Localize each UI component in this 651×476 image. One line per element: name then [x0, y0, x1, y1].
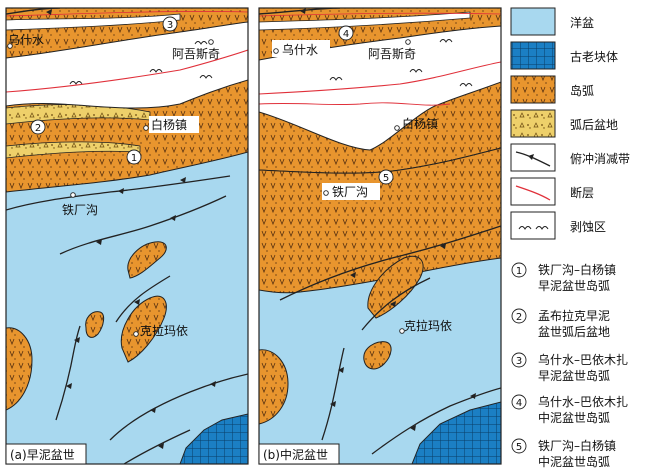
svg-text:孟布拉克早泥: 孟布拉克早泥	[538, 308, 610, 323]
panel-a-frame	[5, 7, 249, 465]
svg-text:早泥盆世岛弧: 早泥盆世岛弧	[538, 368, 610, 383]
unit-number-3: 3	[167, 20, 173, 31]
place-label-wushishui: 乌什水	[282, 42, 318, 57]
legend: 洋盆 古老块体 岛弧 弧后盆地 俯冲消减带 断层 剥蚀区 1 铁厂沟–白杨镇 早…	[510, 7, 630, 469]
place-label-wushishui: 乌什水	[8, 32, 44, 47]
subduction-zone-line	[6, 175, 231, 211]
island-arc-belt-lower	[259, 147, 501, 294]
legend-numbered-5: 5 铁厂沟–白杨镇 中泥盆世岛弧	[511, 438, 616, 469]
place-label-kelamayi: 克拉玛依	[140, 323, 188, 338]
subduction-zone-line	[279, 225, 501, 301]
arc-lens	[363, 341, 392, 370]
subduction-zone-line	[55, 325, 81, 421]
panel-b-frame	[258, 7, 502, 465]
fault-line	[259, 61, 501, 95]
legend-numbered-4: 4 乌什水–巴依木扎 中泥盆世岛弧	[511, 394, 628, 425]
svg-text:中泥盆世岛弧: 中泥盆世岛弧	[538, 454, 610, 469]
subduction-zone-line	[123, 429, 191, 464]
svg-text:5: 5	[516, 442, 522, 453]
svg-text:乌什水–巴依木扎: 乌什水–巴依木扎	[538, 352, 628, 367]
arc-lens	[127, 241, 167, 279]
svg-text:4: 4	[516, 398, 522, 409]
erosion-zone-north	[6, 13, 181, 31]
subduction-zone-line	[361, 277, 431, 331]
arc-lens	[259, 349, 289, 425]
legend-swatch-back-arc-basin	[510, 109, 556, 138]
place-label-kelamayi: 克拉玛依	[404, 318, 452, 333]
ancient-block-area	[179, 413, 248, 464]
unit-number-1: 1	[131, 153, 137, 164]
legend-label-back-arc-basin: 弧后盆地	[570, 118, 618, 132]
subduction-zone-line	[321, 347, 345, 441]
unit-number-5: 5	[383, 173, 389, 184]
svg-text:2: 2	[516, 312, 522, 323]
arc-lens	[6, 327, 33, 411]
legend-numbered-2: 2 孟布拉克早泥 盆世弧后盆地	[511, 308, 610, 339]
svg-text:3: 3	[516, 356, 522, 367]
place-label-tiechanggou: 铁厂沟	[332, 185, 368, 199]
arc-lens	[367, 255, 424, 319]
erosion-zone-north	[259, 11, 471, 31]
svg-text:1: 1	[516, 266, 522, 277]
place-label-baiyangzhen: 白杨镇	[402, 116, 438, 131]
legend-numbered-3: 3 乌什水–巴依木扎 早泥盆世岛弧	[511, 352, 628, 383]
panel-a-caption: (a)早泥盆世	[10, 448, 75, 462]
svg-text:铁厂沟–白杨镇: 铁厂沟–白杨镇	[538, 262, 616, 277]
legend-label-ancient-block: 古老块体	[570, 49, 618, 64]
subduction-zone-line	[109, 373, 248, 441]
legend-swatch-ocean-basin	[510, 7, 556, 36]
legend-label-island-arc: 岛弧	[570, 83, 594, 98]
subduction-zone-line	[371, 387, 501, 455]
arc-lens	[85, 311, 105, 338]
ancient-block-area	[411, 401, 501, 464]
legend-label-fault: 断层	[570, 185, 594, 200]
legend-swatch-ancient-block	[510, 41, 556, 70]
legend-label-subduction-zone: 俯冲消减带	[570, 151, 630, 166]
svg-text:盆世弧后盆地: 盆世弧后盆地	[538, 325, 610, 339]
legend-label-erosion-area: 剥蚀区	[570, 220, 606, 234]
legend-label-ocean-basin: 洋盆	[570, 15, 594, 30]
unit-number-4: 4	[343, 29, 349, 40]
svg-text:中泥盆世岛弧: 中泥盆世岛弧	[538, 410, 610, 425]
legend-numbered-1: 1 铁厂沟–白杨镇 早泥盆世岛弧	[511, 262, 616, 293]
place-label-baiyangzhen: 白杨镇	[151, 117, 187, 132]
panel-b-caption: (b)中泥盆世	[263, 447, 328, 462]
legend-swatch-island-arc	[510, 75, 556, 104]
panel-a: 乌什水 阿吾斯奇 白杨镇 铁厂沟 克拉玛依 3 2 1 (a)早泥盆世	[5, 7, 249, 465]
svg-text:早泥盆世岛弧: 早泥盆世岛弧	[538, 278, 610, 293]
legend-swatch-erosion-area	[510, 211, 556, 240]
panel-b: 乌什水 阿吾斯奇 白杨镇 铁厂沟 克拉玛依 4 5 (b)中泥盆世	[258, 7, 502, 465]
place-label-awusiqi: 阿吾斯奇	[368, 47, 416, 61]
unit-number-2: 2	[35, 123, 41, 134]
subduction-zone-line	[59, 195, 227, 255]
arc-lens	[120, 295, 167, 363]
place-label-awusiqi: 阿吾斯奇	[172, 47, 220, 61]
place-label-tiechanggou: 铁厂沟	[62, 203, 98, 217]
svg-text:乌什水–巴依木扎: 乌什水–巴依木扎	[538, 394, 628, 409]
fault-line	[6, 49, 248, 93]
back-arc-basin-strip	[6, 141, 141, 159]
subduction-zone-line	[115, 275, 171, 323]
svg-text:铁厂沟–白杨镇: 铁厂沟–白杨镇	[538, 438, 616, 453]
